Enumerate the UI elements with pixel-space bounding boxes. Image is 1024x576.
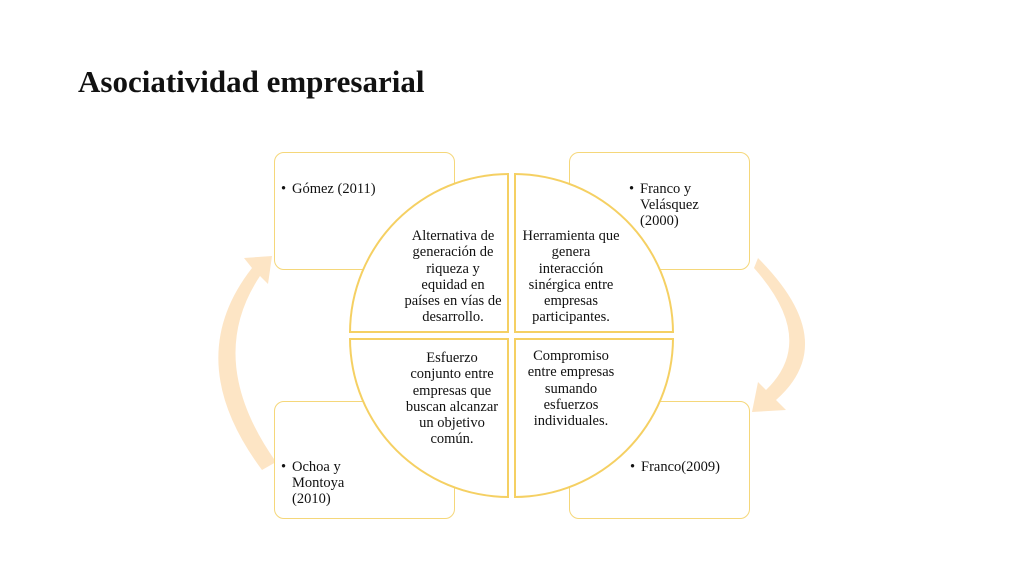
right-curved-arrow: [752, 258, 806, 412]
quadrant-text-bottom-left: Esfuerzo conjunto entre empresas que bus…: [405, 350, 499, 448]
corner-label-bottom-left: • Ochoa y Montoya (2010): [281, 459, 345, 507]
page-title: Asociatividad empresarial: [78, 64, 425, 99]
bullet-icon: •: [281, 459, 287, 475]
corner-label-top-left: • Gómez (2011): [281, 181, 376, 197]
quadrant-text-bottom-right: Compromiso entre empresas sumando esfuer…: [527, 348, 615, 430]
quadrant-text-top-right: Herramienta que genera interacción sinér…: [522, 228, 620, 326]
bullet-icon: •: [281, 181, 287, 197]
left-curved-arrow: [218, 256, 276, 470]
bullet-icon: •: [629, 181, 635, 197]
quadrant-text-top-left: Alternativa de generación de riqueza y e…: [404, 228, 502, 326]
corner-label-top-right: • Franco y Velásquez (2000): [629, 181, 699, 229]
bullet-icon: •: [630, 459, 636, 475]
corner-label-bottom-right: • Franco(2009): [630, 459, 720, 475]
